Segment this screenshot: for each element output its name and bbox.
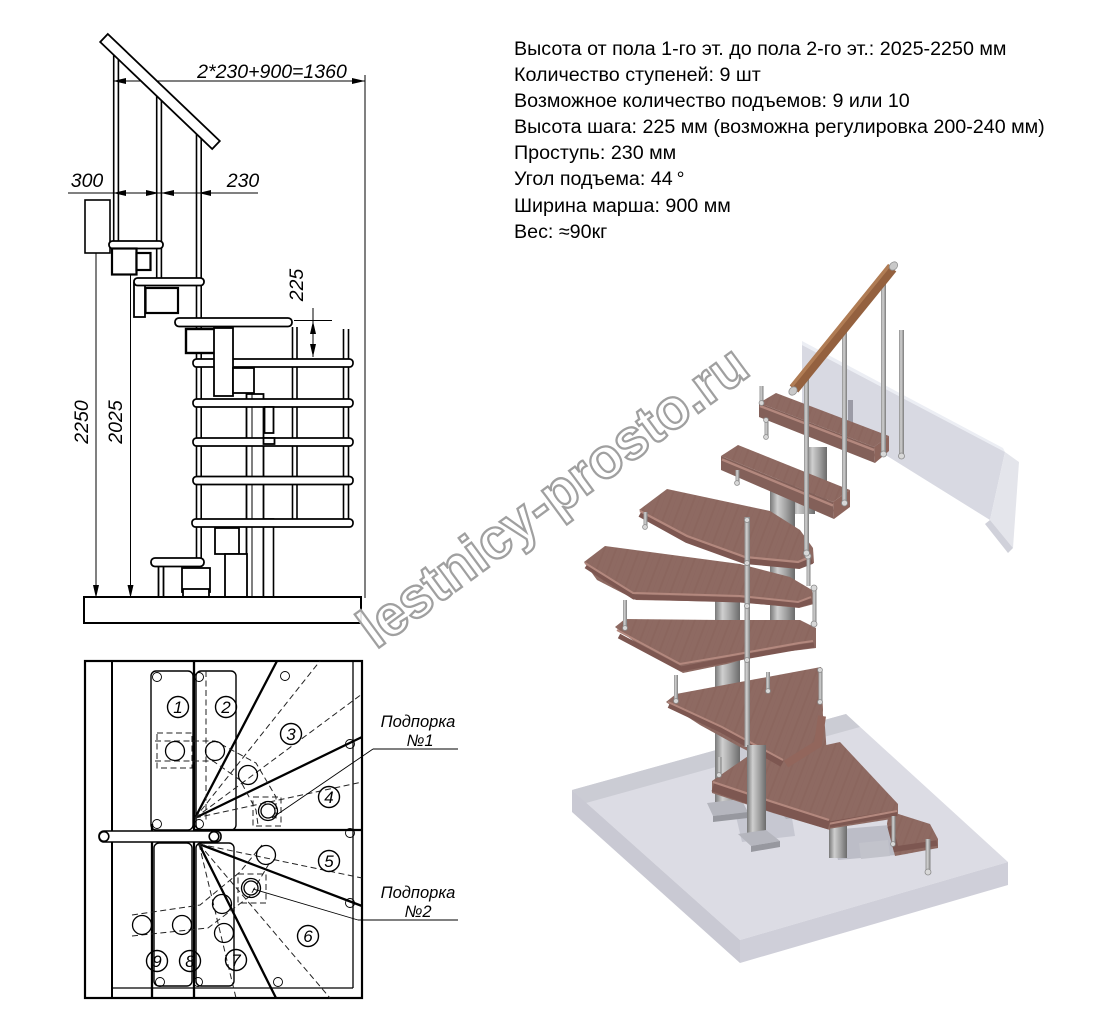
svg-text:7: 7 <box>231 951 241 970</box>
svg-text:300: 300 <box>71 170 104 192</box>
svg-text:2: 2 <box>220 698 231 717</box>
svg-text:5: 5 <box>324 852 334 871</box>
svg-text:8: 8 <box>185 952 195 971</box>
svg-text:1: 1 <box>173 698 182 717</box>
svg-text:225: 225 <box>286 269 308 303</box>
svg-text:2250: 2250 <box>71 400 93 445</box>
svg-text:9: 9 <box>152 952 162 971</box>
svg-text:2*230+900=1360: 2*230+900=1360 <box>196 61 347 83</box>
svg-text:№2: №2 <box>404 903 431 921</box>
svg-text:4: 4 <box>324 788 333 807</box>
svg-text:6: 6 <box>303 927 313 946</box>
svg-text:Подпорка: Подпорка <box>381 884 456 902</box>
svg-text:3: 3 <box>286 725 296 744</box>
svg-text:№1: №1 <box>406 732 433 750</box>
svg-text:2025: 2025 <box>105 400 127 445</box>
svg-text:230: 230 <box>226 170 260 192</box>
svg-text:Подпорка: Подпорка <box>381 713 456 731</box>
